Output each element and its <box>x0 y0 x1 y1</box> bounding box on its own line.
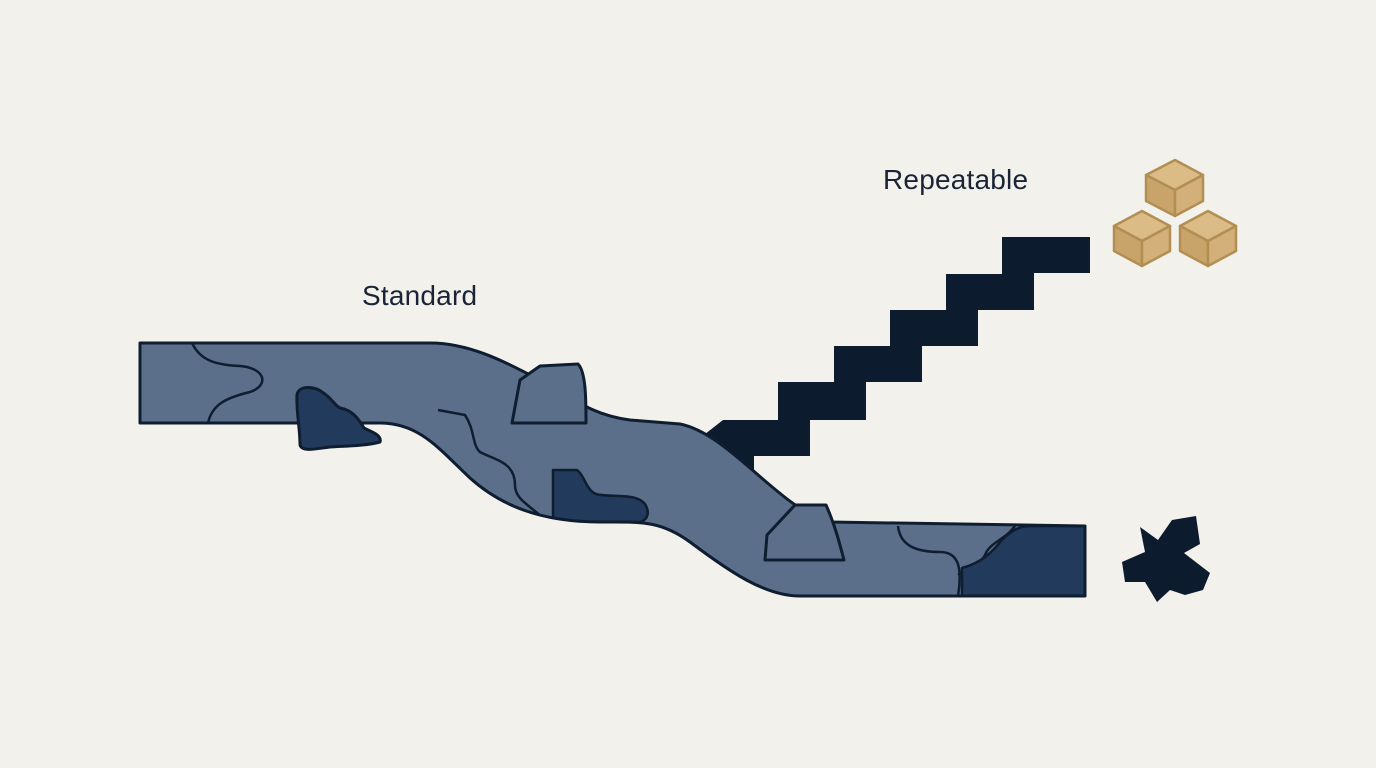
obstacle-bump <box>763 503 846 562</box>
label-repeatable: Repeatable <box>883 164 1029 195</box>
staircase-shape <box>700 237 1090 476</box>
patch-seam <box>896 525 961 596</box>
cube <box>1112 209 1172 268</box>
cube <box>1178 209 1238 268</box>
obstacle-blob <box>295 386 382 451</box>
obstacle-icon <box>295 362 846 562</box>
patch-seam <box>190 343 264 424</box>
broken-piece-shape <box>1122 516 1210 602</box>
staircase-icon <box>700 237 1090 476</box>
path-body <box>140 343 1085 596</box>
obstacle-bump <box>510 362 588 425</box>
label-standard: Standard <box>362 280 478 311</box>
winding-path-icon <box>138 341 1087 598</box>
stacked-cubes-icon <box>1112 158 1238 268</box>
patch-seam <box>437 408 546 521</box>
cube <box>1144 158 1205 218</box>
broken-piece-icon <box>1122 516 1210 602</box>
